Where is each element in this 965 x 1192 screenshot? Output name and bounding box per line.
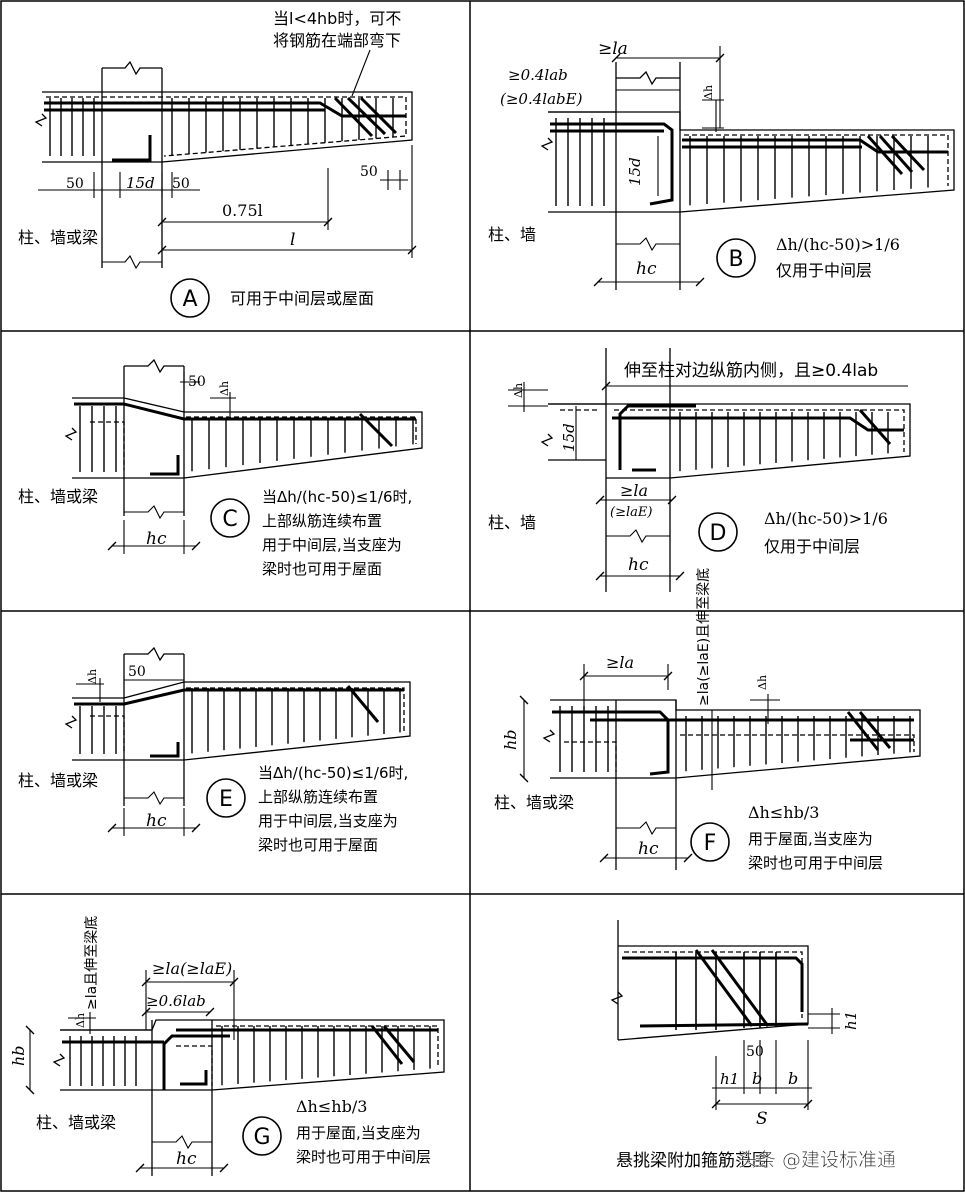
panel-f-letter: F xyxy=(704,831,717,856)
panel-d: 伸至柱对边纵筋内侧，且≥0.4lab Δh 15d ≥la (≥laE) 柱、墙… xyxy=(488,348,911,592)
panel-e-caption-line3: 用于中间层,当支座为 xyxy=(258,812,398,830)
panel-c-caption-line3: 用于中间层,当支座为 xyxy=(262,536,402,554)
panel-e: Δh 50 柱、墙或梁 hc E 当Δh/(hc-50)≤1/6时, 上部纵筋连… xyxy=(18,646,411,854)
panel-c: 50 Δh 柱、墙或梁 hc C 当Δh/(hc-50)≤1/6时, 上部纵筋连… xyxy=(18,358,423,578)
panel-g-letter-circle xyxy=(242,1116,282,1156)
panel-b-dim-la: ≥la xyxy=(598,39,628,59)
panel-s-dim-b2: b xyxy=(788,1069,798,1088)
panel-f-caption-line1: Δh≤hb/3 xyxy=(748,803,819,822)
panel-e-caption-line1: 当Δh/(hc-50)≤1/6时, xyxy=(258,764,408,782)
panel-a-dim-l: l xyxy=(290,230,295,250)
panel-c-caption-line1: 当Δh/(hc-50)≤1/6时, xyxy=(262,488,412,506)
panel-g-caption-line3: 梁时也可用于中间层 xyxy=(296,1148,431,1166)
panel-b-caption-line2: 仅用于中间层 xyxy=(776,261,872,280)
panel-b-support-label: 柱、墙 xyxy=(488,225,536,244)
panel-c-dim-dh: Δh xyxy=(218,381,231,396)
panel-b-dim-dh: Δh xyxy=(702,85,715,100)
panel-a: 当l<4hb时，可不 将钢筋在端部弯下 50 15d 50 50 0.75l l… xyxy=(18,9,417,318)
panel-a-support-label: 柱、墙或梁 xyxy=(18,228,98,247)
panel-a-dim-075l: 0.75l xyxy=(222,201,263,220)
panel-e-dim-hc: hc xyxy=(146,811,167,831)
panel-g-caption-line1: Δh≤hb/3 xyxy=(296,1097,367,1116)
panel-d-dim-hc: hc xyxy=(628,555,649,575)
panel-d-dim-15d: 15d xyxy=(560,423,578,452)
panel-a-dim-50-mid: 50 xyxy=(172,176,190,192)
panel-f-vertical-note: ≥la(≥laE)且伸至梁底 xyxy=(696,568,712,706)
panel-f-letter-circle xyxy=(690,822,730,862)
panel-g-dim-la: ≥la(≥laE) xyxy=(152,959,232,978)
panel-s: h1 50 h1 b b S 悬挑梁附加箍筋范围 头条 @建设标准通 xyxy=(610,920,896,1171)
panel-b-dim-15d: 15d xyxy=(626,157,644,186)
panel-d-letter-circle xyxy=(698,512,738,552)
panel-f-dim-la: ≥la xyxy=(606,653,634,672)
panel-d-caption-line1: Δh/(hc-50)>1/6 xyxy=(764,509,888,528)
panel-c-letter: C xyxy=(222,507,237,532)
panel-b-caption-line1: Δh/(hc-50)>1/6 xyxy=(776,235,900,254)
panel-f-caption-line2: 用于屋面,当支座为 xyxy=(748,830,873,848)
panel-g-dim-06lab: ≥0.6lab xyxy=(146,992,206,1010)
panel-f-dim-hc: hc xyxy=(638,839,659,859)
panel-c-caption-line4: 梁时也可用于屋面 xyxy=(262,560,382,578)
panel-s-dim-h1-bottom: h1 xyxy=(720,1070,739,1088)
panel-g-dim-hb: hb xyxy=(9,1045,28,1066)
panel-g-letter: G xyxy=(253,1125,270,1150)
panel-d-dim-lae: (≥laE) xyxy=(610,505,652,520)
panel-e-dim-dh: Δh xyxy=(86,669,99,684)
panel-e-support-label: 柱、墙或梁 xyxy=(18,771,98,790)
panel-e-caption-line4: 梁时也可用于屋面 xyxy=(258,836,378,854)
panel-s-dim-s: S xyxy=(756,1109,768,1129)
panel-s-caption: 悬挑梁附加箍筋范围 xyxy=(616,1151,769,1171)
panel-f: ≥la ≥la(≥laE)且伸至梁底 Δh hb 柱、墙或梁 hc F Δh≤h… xyxy=(494,568,921,872)
panel-c-letter-circle xyxy=(210,498,250,538)
panel-f-dim-hb: hb xyxy=(501,729,520,750)
panel-d-support-label: 柱、墙 xyxy=(488,513,536,532)
panel-a-letter-circle xyxy=(170,278,210,318)
panel-c-caption-line2: 上部纵筋连续布置 xyxy=(262,512,382,530)
panel-a-dim-50-left: 50 xyxy=(66,176,84,192)
panel-a-dim-50-right: 50 xyxy=(360,164,378,180)
panel-s-dim-b1: b xyxy=(752,1069,762,1088)
panel-b-letter-circle xyxy=(716,238,756,278)
panel-c-dim-50: 50 xyxy=(188,374,206,390)
panel-s-dim-50: 50 xyxy=(746,1044,764,1060)
panel-e-caption-line2: 上部纵筋连续布置 xyxy=(258,788,378,806)
panel-b-dim-04lab: ≥0.4lab xyxy=(508,66,568,84)
panel-b-dim-04labe: (≥0.4labE) xyxy=(500,90,583,108)
panel-e-letter: E xyxy=(219,787,233,812)
panel-e-letter-circle xyxy=(206,778,246,818)
panel-a-note-line2: 将钢筋在端部弯下 xyxy=(273,31,401,50)
panel-s-dim-h1: h1 xyxy=(842,1011,860,1030)
panel-e-dim-50: 50 xyxy=(128,664,146,680)
panel-d-dim-dh: Δh xyxy=(512,383,525,398)
panel-g-dim-hc: hc xyxy=(176,1149,197,1169)
panel-b: ≥la ≥0.4lab (≥0.4labE) 15d Δh 柱、墙 hc B Δ… xyxy=(488,39,955,290)
panel-f-caption-line3: 梁时也可用于中间层 xyxy=(748,854,883,872)
panel-a-letter: A xyxy=(182,287,197,312)
panel-d-caption-line2: 仅用于中间层 xyxy=(764,537,860,556)
panel-g-caption-line2: 用于屋面,当支座为 xyxy=(296,1124,421,1142)
panel-g-support-label: 柱、墙或梁 xyxy=(36,1113,116,1132)
panel-f-dim-dh: Δh xyxy=(756,675,769,690)
panel-g-dim-dh: Δh xyxy=(74,1013,87,1028)
panel-a-dim-15d: 15d xyxy=(126,174,155,192)
panel-d-letter: D xyxy=(710,521,727,546)
panel-a-caption: 可用于中间层或屋面 xyxy=(230,289,374,308)
panel-b-dim-hc: hc xyxy=(636,259,657,279)
panel-c-support-label: 柱、墙或梁 xyxy=(18,487,98,506)
panel-c-dim-hc: hc xyxy=(146,529,167,549)
panel-g: ≥la且伸至梁底 Δh ≥la(≥laE) ≥0.6lab hb 柱、墙或梁 h… xyxy=(9,916,445,1176)
panel-s-watermark: 头条 @建设标准通 xyxy=(738,1149,896,1171)
panel-a-note-line1: 当l<4hb时，可不 xyxy=(273,9,401,28)
panel-f-support-label: 柱、墙或梁 xyxy=(494,793,574,812)
panel-d-top-note: 伸至柱对边纵筋内侧，且≥0.4lab xyxy=(624,361,878,381)
panel-b-letter: B xyxy=(728,247,743,272)
panel-d-dim-la: ≥la xyxy=(620,481,648,500)
panel-g-vertical-note: ≥la且伸至梁底 xyxy=(84,916,100,1010)
